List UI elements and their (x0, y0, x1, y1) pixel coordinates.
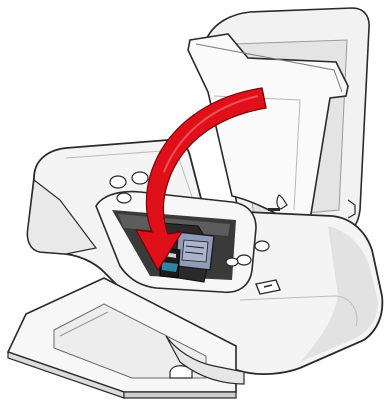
color-cartridge[interactable] (176, 232, 214, 270)
